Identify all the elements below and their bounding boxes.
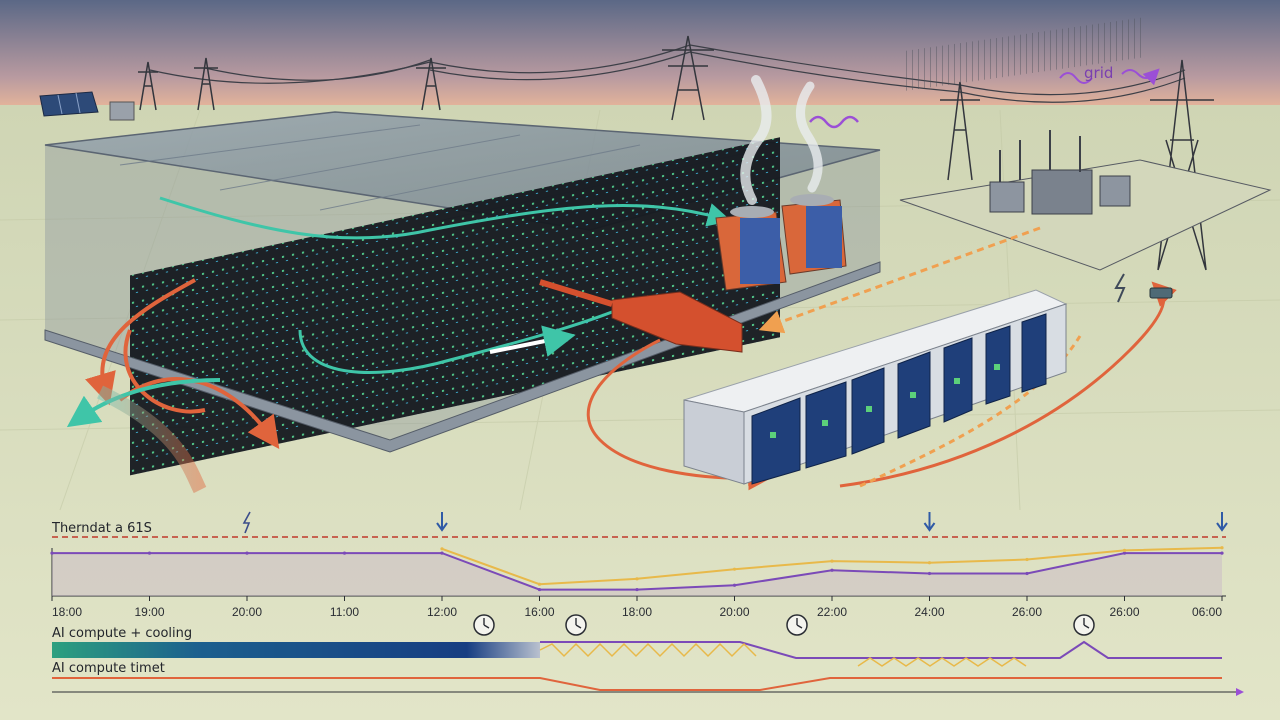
transmission-tower-icon <box>138 35 1214 271</box>
data-point <box>635 577 639 581</box>
battery-storage-icon <box>683 289 1068 485</box>
data-point <box>927 561 932 565</box>
x-tick-label: 11:00 <box>330 605 359 619</box>
x-tick-label: 06:00 <box>1192 605 1222 619</box>
x-tick-label: 18:00 <box>52 605 82 619</box>
x-tick-label: 26:00 <box>1012 605 1042 619</box>
down-arrow-icon <box>1216 512 1228 532</box>
data-point <box>1025 557 1029 562</box>
lightning-bolt-icon <box>1114 273 1173 303</box>
lane2-trace <box>52 677 1222 691</box>
threshold-label: Therndat a 61S <box>51 521 152 536</box>
timeline-chart: Therndat a 61S 18:00 19:00 20:00 11:00 12:00… <box>50 511 1244 696</box>
data-point <box>50 551 54 555</box>
data-point <box>1122 551 1127 555</box>
x-tick-label: 20:00 <box>232 605 262 619</box>
down-arrow-icon <box>436 512 448 532</box>
data-point <box>537 582 542 586</box>
data-point <box>830 568 834 572</box>
data-point <box>440 547 444 551</box>
grid-label: grid <box>1084 64 1113 82</box>
x-tick-label: 12:00 <box>427 605 457 619</box>
x-tick-label: 22:00 <box>817 605 847 619</box>
clock-icon <box>565 614 587 636</box>
coolant-return <box>298 298 641 374</box>
cooling-tower-icon <box>715 75 847 291</box>
data-point <box>732 567 737 571</box>
heat-flow <box>66 278 280 494</box>
substation-icon <box>899 17 1272 271</box>
data-point <box>732 583 737 587</box>
x-tick-label: 26:00 <box>1109 605 1139 619</box>
data-center-hall <box>44 111 881 476</box>
server-racks <box>130 137 780 476</box>
data-point <box>342 551 347 555</box>
data-point <box>1220 546 1224 550</box>
data-point <box>927 571 932 576</box>
grid-signal-wave <box>809 115 859 129</box>
airflow-arrow <box>489 325 576 357</box>
solar-panel-icon <box>39 91 135 121</box>
clock-icon <box>786 614 808 636</box>
clock-icon <box>1073 614 1095 636</box>
data-point <box>1220 551 1224 555</box>
grid-signal: grid <box>809 64 1160 129</box>
power-flow <box>586 226 1177 491</box>
data-point <box>440 551 444 555</box>
data-point <box>1025 571 1029 576</box>
lightning-bolt-icon <box>242 511 251 534</box>
coolant-loop <box>159 196 732 240</box>
x-tick-label: 18:00 <box>622 605 652 619</box>
data-point <box>635 587 639 592</box>
data-point <box>245 551 249 555</box>
lane1-zigzag <box>539 642 757 658</box>
lane1-label: AI compute + cooling <box>52 626 192 641</box>
data-point <box>1122 548 1127 553</box>
lane1-trace <box>540 640 1222 659</box>
load-area <box>52 553 1222 596</box>
compute-strip <box>52 642 540 658</box>
data-point <box>147 551 152 555</box>
x-tick-label: 24:00 <box>914 605 944 619</box>
x-tick-label: 20:00 <box>719 605 749 619</box>
lane2-label: AI compute timet <box>52 661 165 676</box>
data-point <box>830 559 834 563</box>
data-point <box>537 587 542 592</box>
down-arrow-icon <box>923 512 936 532</box>
clock-icon <box>473 614 495 636</box>
x-tick-label: 16:00 <box>524 605 554 619</box>
heat-exchanger-icon <box>539 279 743 353</box>
power-lines <box>149 44 1186 103</box>
lane1-zigzag-2 <box>857 657 1027 667</box>
x-tick-label: 19:00 <box>134 605 164 619</box>
